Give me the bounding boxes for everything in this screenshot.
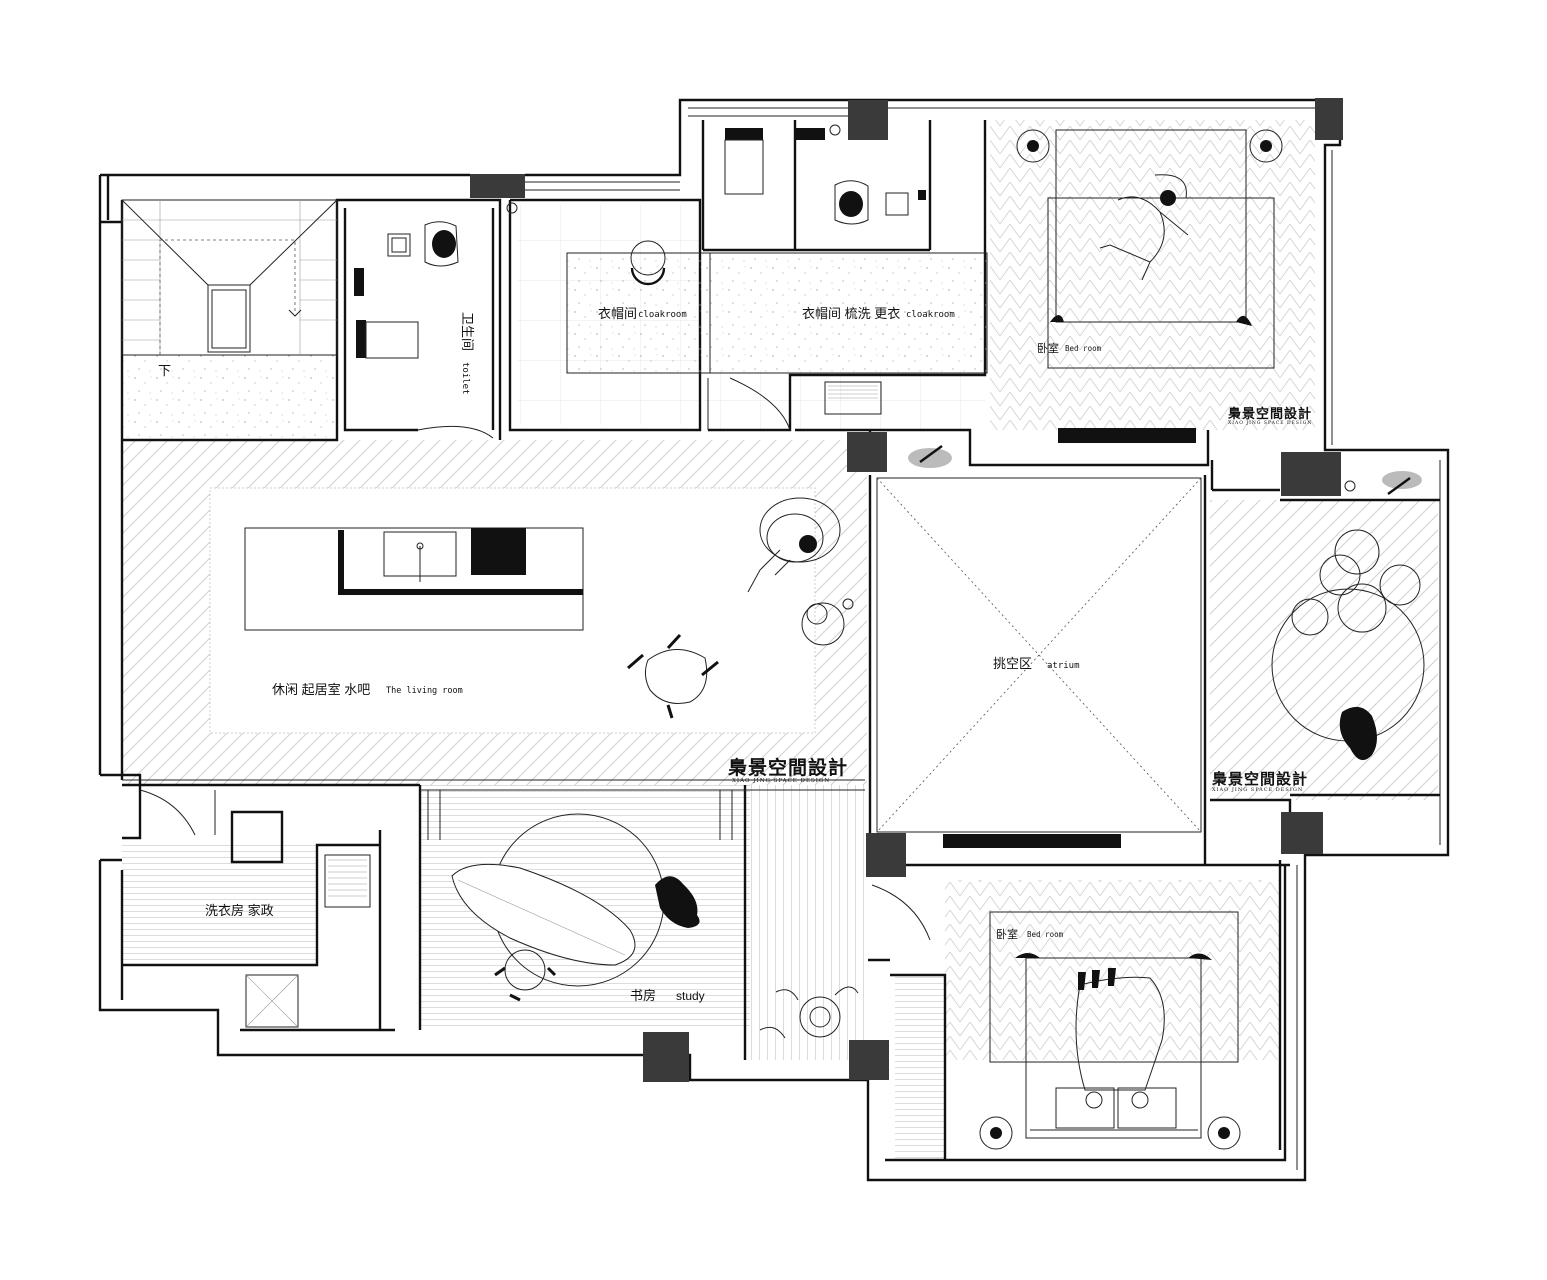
label-atrium-cn: 挑空区 xyxy=(993,656,1032,671)
bedroom-bottom-furniture xyxy=(871,884,1241,1150)
label-bedroom-top-en: Bed room xyxy=(1065,344,1102,353)
toilet-fixtures xyxy=(354,202,518,439)
atrium-void xyxy=(876,445,1202,833)
brand-logo-center: 梟景空間設計 xyxy=(727,756,848,779)
label-bedroom-bottom-en: Bed room xyxy=(1027,930,1064,939)
room-labels: 下 卫生间 toilet 衣帽间 cloakroom 衣帽间 梳洗 更衣 clo… xyxy=(158,306,1102,1003)
cloakroom-fixtures xyxy=(566,124,988,431)
staircase xyxy=(121,199,338,356)
label-toilet-en: toilet xyxy=(460,362,470,395)
label-bedroom-bottom-cn: 卧室 xyxy=(996,927,1018,941)
brand-logo-right: 梟景空間設計 xyxy=(1211,770,1308,788)
label-toilet-cn: 卫生间 xyxy=(460,312,475,351)
label-bedroom-top-cn: 卧室 xyxy=(1037,341,1059,355)
brand-logo-right-en: XIAO JING SPACE DESIGN xyxy=(1212,787,1303,793)
label-living-en: The living room xyxy=(386,686,463,696)
lounge-furniture xyxy=(1271,471,1425,761)
brand-logo-top-right-en: XIAO JING SPACE DESIGN xyxy=(1228,420,1312,426)
label-study-en: study xyxy=(676,989,705,1003)
label-study-cn: 书房 xyxy=(630,988,656,1003)
structural-columns xyxy=(470,98,1343,1082)
living-room-furniture xyxy=(209,487,854,734)
brand-watermarks: 梟景空間設計 XIAO JING SPACE DESIGN 梟景空間設計 XIA… xyxy=(727,406,1312,793)
label-living-cn: 休闲 起居室 水吧 xyxy=(272,682,370,697)
label-cloakroom-b-cn: 衣帽间 梳洗 更衣 xyxy=(802,306,900,321)
label-stair-down: 下 xyxy=(158,363,171,378)
study-furniture xyxy=(427,790,859,1039)
laundry-fixtures xyxy=(139,789,371,1028)
brand-logo-top-right: 梟景空間設計 xyxy=(1227,406,1312,422)
exterior-walls xyxy=(98,98,1450,1182)
label-cloakroom-a-en: cloakroom xyxy=(638,310,687,320)
label-cloakroom-a-cn: 衣帽间 xyxy=(598,306,637,321)
bedroom-top-furniture xyxy=(1016,129,1283,369)
label-laundry-cn: 洗衣房 家政 xyxy=(205,903,274,918)
label-cloakroom-b-en: cloakroom xyxy=(906,310,955,320)
brand-logo-center-en: XIAO JING SPACE DESIGN xyxy=(732,778,830,784)
label-atrium-en: atrium xyxy=(1047,661,1080,671)
